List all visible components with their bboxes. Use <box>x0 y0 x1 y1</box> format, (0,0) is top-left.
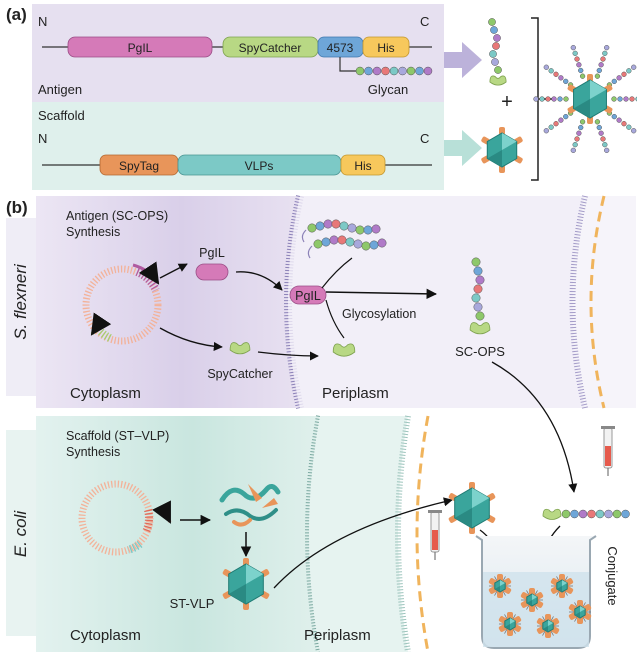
scaffold-n-terminus: N <box>38 131 47 146</box>
sc-ops-product-icon <box>469 257 491 335</box>
antigen-box: N C PgIL SpyCatcher 4573 His Glycan Anti… <box>32 4 444 102</box>
antigen-c-terminus: C <box>420 14 429 29</box>
antigen-domain-his-label: His <box>377 41 394 55</box>
scaffold-domain-vlps-label: VLPs <box>245 159 274 173</box>
protein-structure-icon <box>219 484 281 527</box>
pgil-enzyme-label: PgIL <box>199 246 225 260</box>
conjugate-particle-icon <box>533 44 637 154</box>
spycatcher-periplasm-icon <box>332 343 356 357</box>
antigen-arrow-icon <box>444 42 482 78</box>
pgil-membrane-icon <box>289 285 327 305</box>
glycosylation-label: Glycosylation <box>342 307 416 321</box>
scaffold-synthesis-title-line2: Synthesis <box>66 445 120 459</box>
s-flexneri-label: S. flexneri <box>11 263 30 340</box>
s-flexneri-cell <box>6 195 636 409</box>
sc-ops-free-icon <box>542 508 630 520</box>
scaffold-c-terminus: C <box>420 131 429 146</box>
pgil-enzyme-icon <box>195 263 229 281</box>
scaffold-synthesis-title-line1: Scaffold (ST–VLP) <box>66 429 169 443</box>
plasmid-2-icon <box>78 480 154 556</box>
st-vlp-cell-icon <box>222 558 270 610</box>
st-vlp-icon <box>481 127 523 173</box>
scaffold-domain-spytag-label: SpyTag <box>119 159 159 173</box>
st-vlp-product-icon <box>448 482 496 534</box>
plasmid-icon <box>82 265 162 345</box>
conjugate-label: Conjugate <box>605 546 620 605</box>
antigen-n-terminus: N <box>38 14 47 29</box>
sf-periplasm-label: Periplasm <box>322 385 389 402</box>
st-vlp-label: ST-VLP <box>170 596 215 611</box>
spycatcher-label: SpyCatcher <box>207 367 272 381</box>
panel-b-label: (b) <box>6 198 28 217</box>
pgil-membrane-label: PgIL <box>295 289 321 303</box>
antigen-domain-4573-label: 4573 <box>327 41 354 55</box>
glycan-chain-icon <box>355 66 433 76</box>
sc-ops-antigen-icon <box>488 18 507 86</box>
sc-ops-label: SC-OPS <box>455 344 505 359</box>
scaffold-domain-his <box>340 154 386 176</box>
panel-a-label: (a) <box>6 5 27 24</box>
antigen-synthesis-title-line2: Synthesis <box>66 225 120 239</box>
scaffold-title: Scaffold <box>38 108 85 123</box>
antigen-domain-his <box>362 36 410 58</box>
sf-cytoplasm-label: Cytoplasm <box>70 385 141 402</box>
antigen-title: Antigen <box>38 82 82 97</box>
antigen-synthesis-title-line1: Antigen (SC-OPS) <box>66 209 168 223</box>
syringe-2-icon <box>601 426 615 476</box>
glycan-label: Glycan <box>368 82 408 97</box>
scaffold-box: Scaffold N C SpyTag VLPs His <box>32 102 444 190</box>
antigen-domain-pgil-label: PgIL <box>128 41 153 55</box>
syringe-icon <box>428 510 442 560</box>
scaffold-arrow-icon <box>444 130 482 166</box>
plus-sign: + <box>501 91 513 113</box>
scaffold-domain-his-label: His <box>354 159 371 173</box>
ec-periplasm-label: Periplasm <box>304 627 371 644</box>
ec-cytoplasm-label: Cytoplasm <box>70 627 141 644</box>
lipid-linked-glycan-icon <box>301 219 387 259</box>
antigen-domain-pgil <box>67 36 213 58</box>
e-coli-label: E. coli <box>11 510 30 558</box>
conjugate-in-solution-icon <box>488 574 592 638</box>
antigen-domain-spycatcher-label: SpyCatcher <box>239 41 302 55</box>
spycatcher-icon <box>229 342 251 355</box>
